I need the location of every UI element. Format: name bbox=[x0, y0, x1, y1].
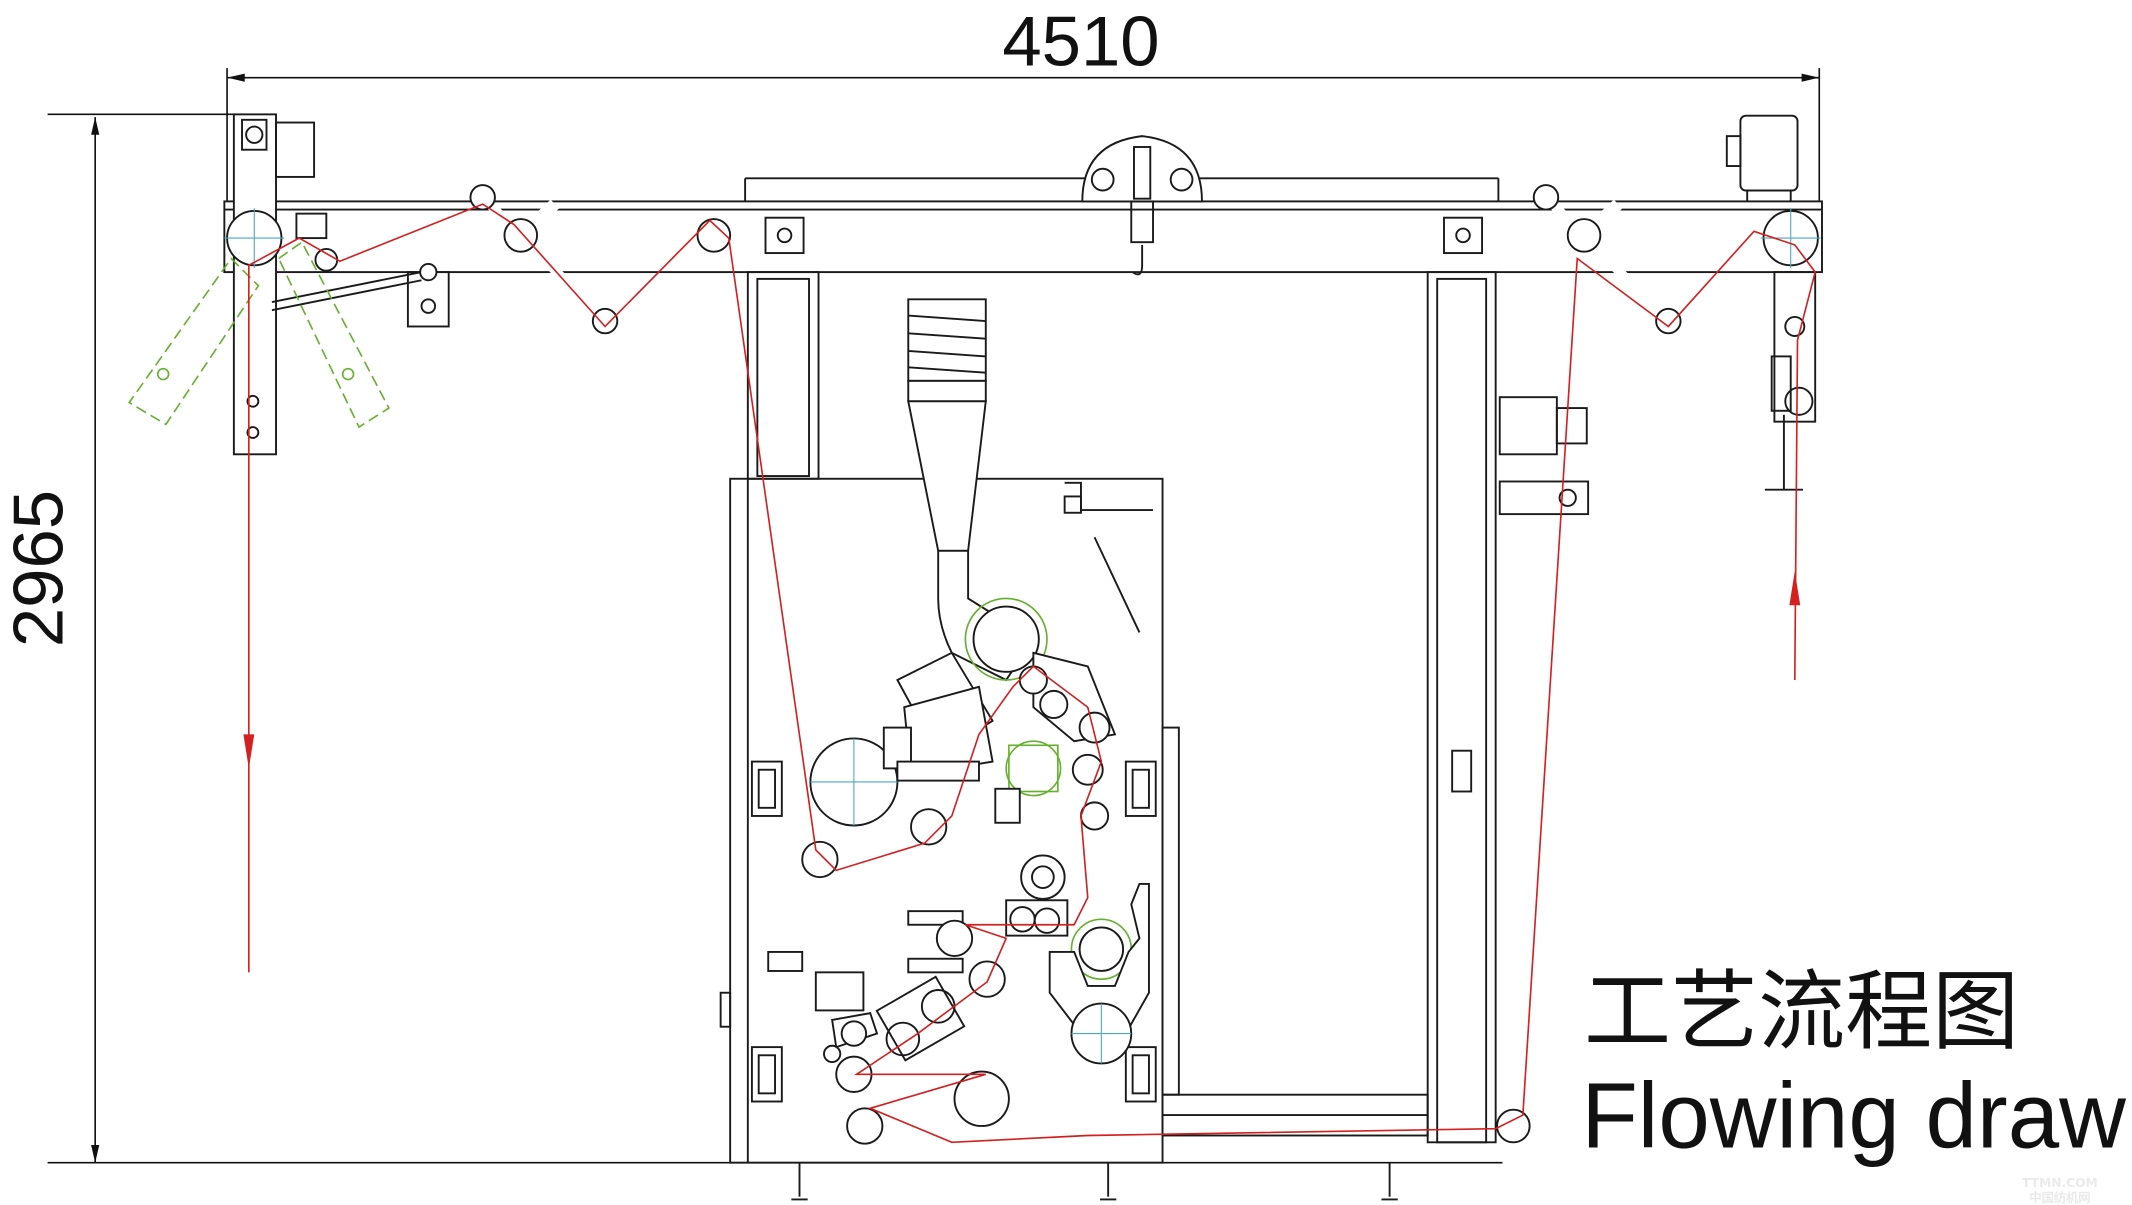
machine-body bbox=[729, 477, 1429, 1164]
diagram-title-english: Flowing draw bbox=[1581, 1064, 2126, 1168]
right-drive-unit bbox=[1725, 114, 1821, 491]
processing-rollers bbox=[719, 597, 1531, 1145]
watermark-line1: TTMN.COM bbox=[2022, 1176, 2098, 1190]
right-dancer-rollers bbox=[1532, 184, 1682, 335]
right-pillar bbox=[1426, 271, 1590, 1144]
left-swing-arm bbox=[127, 113, 450, 456]
thread-direction-arrow-up bbox=[1789, 571, 1801, 606]
watermark-line2: 中国纺机网 bbox=[2029, 1190, 2090, 1205]
width-dimension: 4510 bbox=[226, 1, 1821, 205]
thread-direction-arrow-down bbox=[243, 734, 255, 769]
width-dimension-label: 4510 bbox=[1002, 1, 1159, 80]
height-dimension-label: 2965 bbox=[0, 490, 78, 647]
diagram-title-chinese: 工艺流程图 bbox=[1584, 961, 2019, 1063]
lifting-hook bbox=[1081, 135, 1203, 276]
machine-feet bbox=[791, 1162, 1398, 1201]
thread-path bbox=[243, 203, 1817, 1144]
